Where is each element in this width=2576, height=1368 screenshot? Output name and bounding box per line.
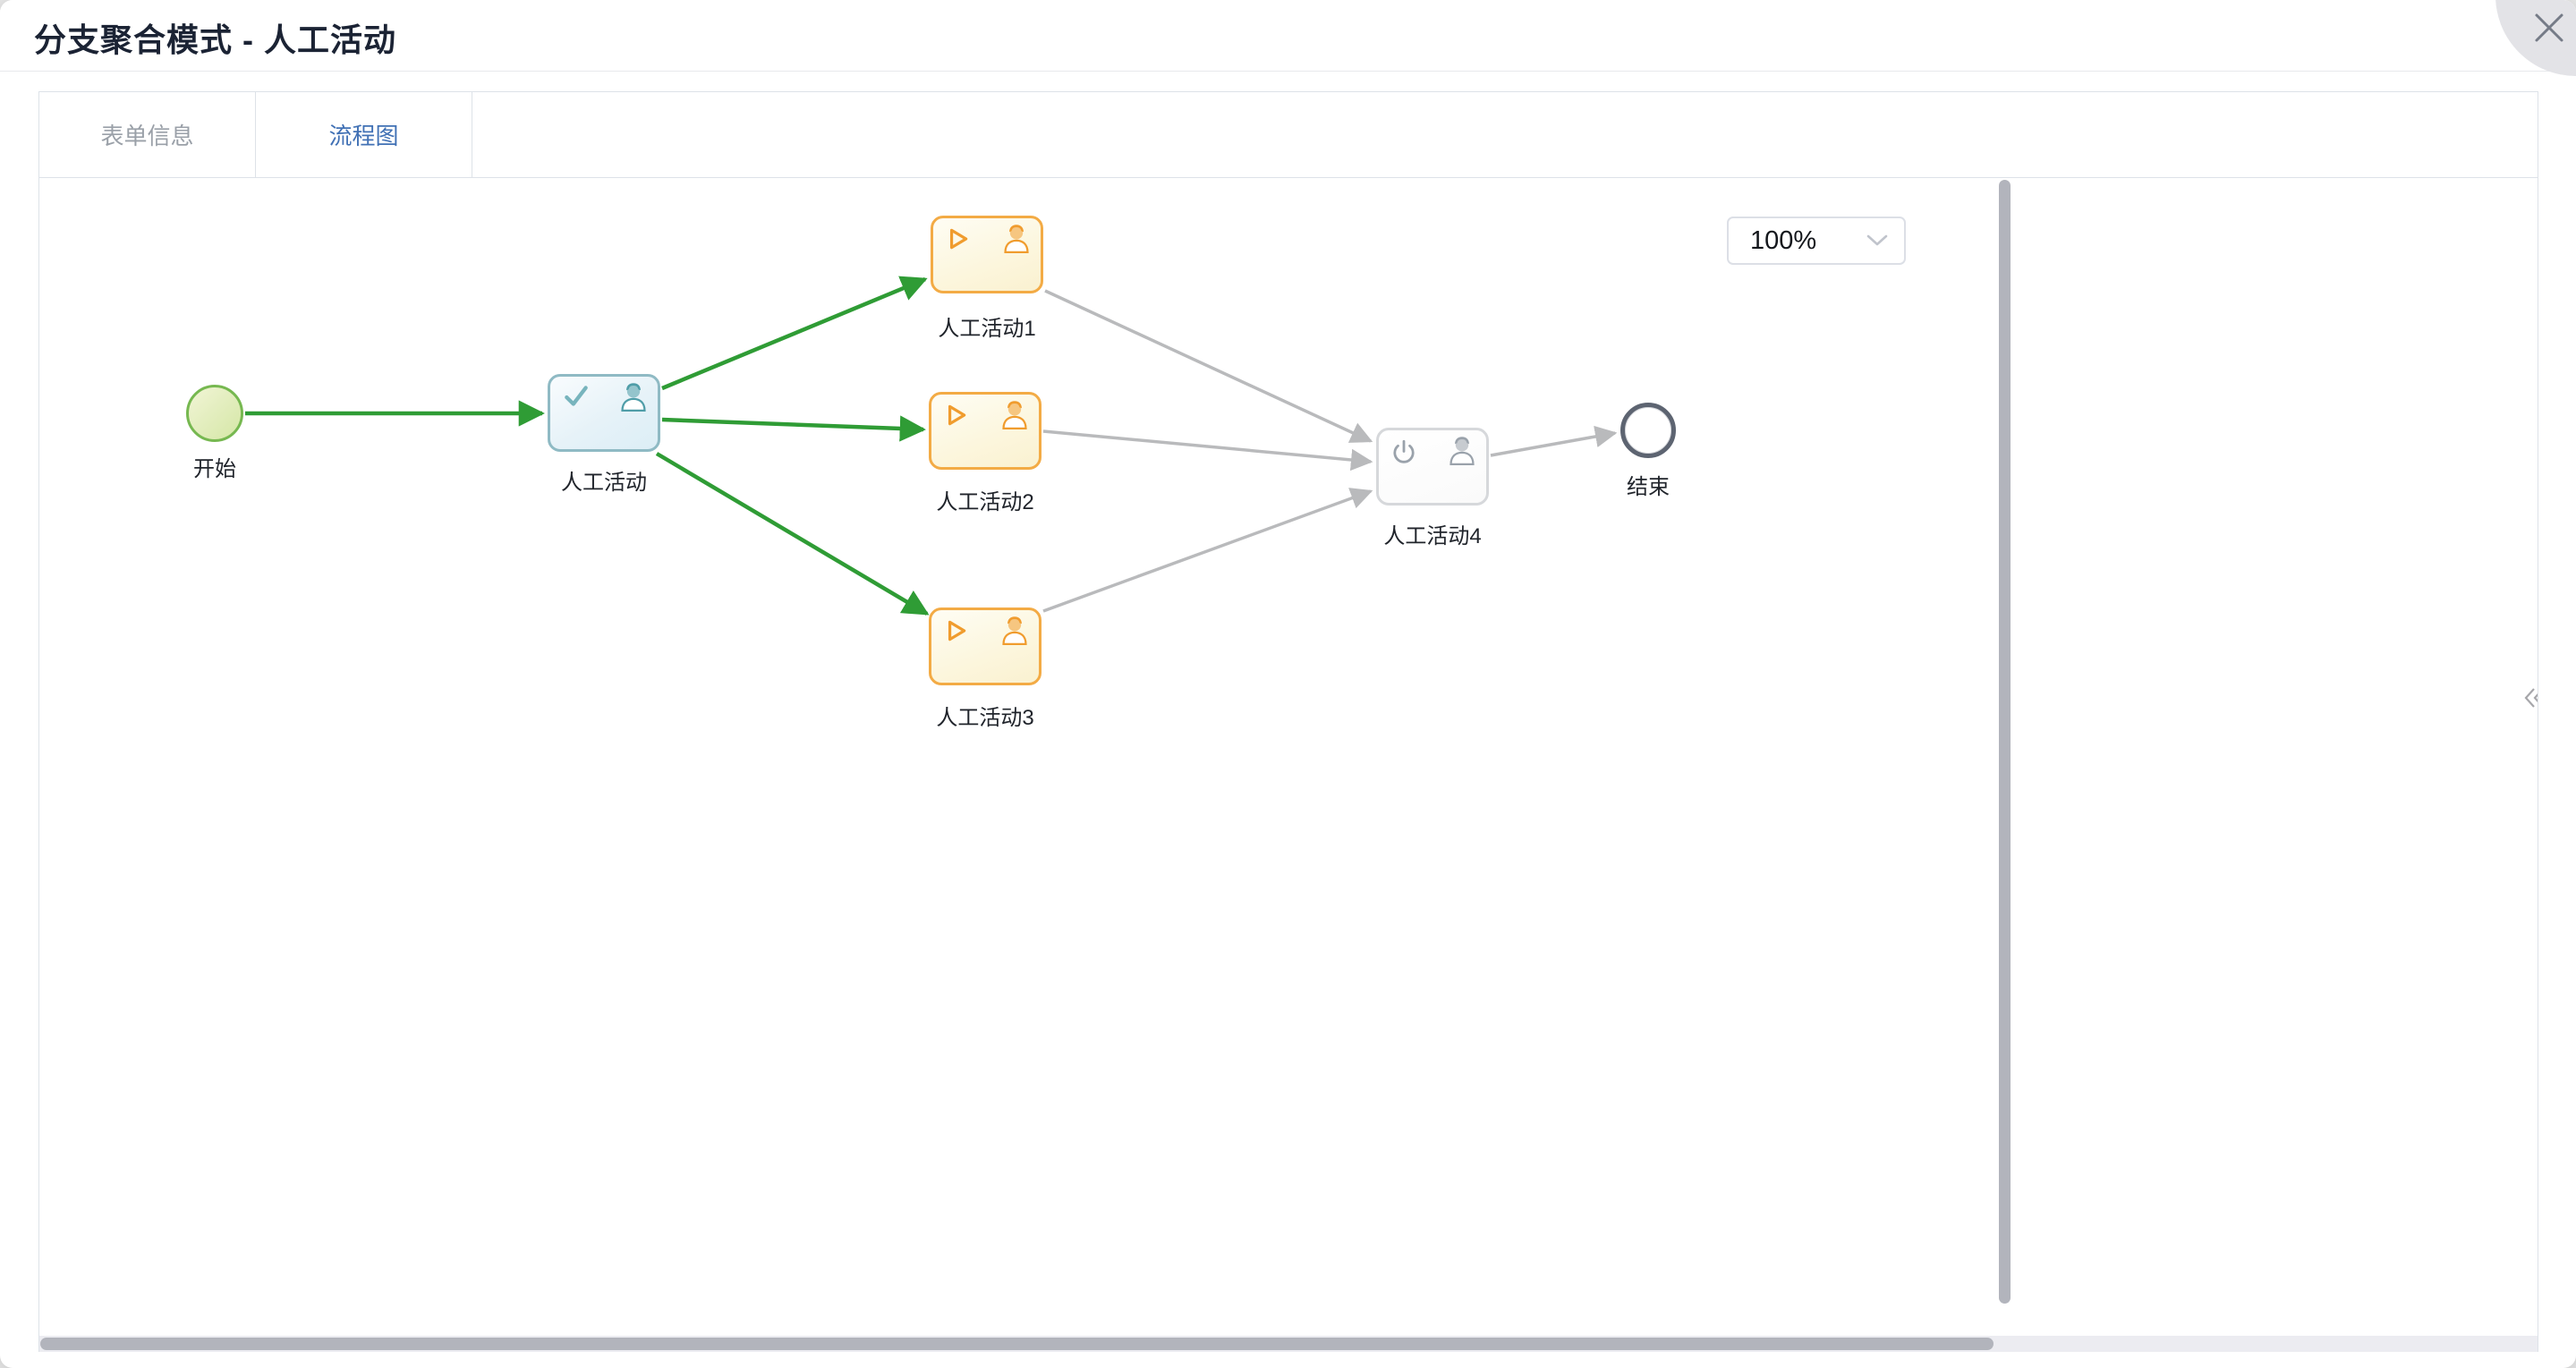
edge-task0-task3 <box>655 452 930 616</box>
play-icon <box>948 620 966 642</box>
collapse-panel-button[interactable] <box>2517 680 2538 716</box>
tabs-panel: 表单信息 流程图 <box>38 91 2538 1353</box>
header-divider <box>0 71 2576 72</box>
person-icon <box>621 383 646 412</box>
edges-layer <box>245 276 1618 616</box>
person-icon <box>1004 225 1029 253</box>
tab-form-info[interactable]: 表单信息 <box>39 92 256 177</box>
node-start-event[interactable] <box>186 385 243 442</box>
play-icon <box>949 228 968 250</box>
edge-task0-task2 <box>661 415 926 442</box>
node-label-task3: 人工活动3 <box>936 706 1034 730</box>
dialog-title: 分支聚合模式 - 人工活动 <box>34 21 396 58</box>
edge-task3-task4 <box>1042 488 1373 613</box>
person-icon <box>1450 437 1475 465</box>
flow-canvas: 开始 人工活动 <box>39 178 2538 1353</box>
edge-task0-task1 <box>661 276 928 391</box>
edge-task4-end <box>1490 425 1618 457</box>
person-icon <box>1002 616 1027 645</box>
node-end-event[interactable] <box>1620 403 1676 458</box>
node-label-task2: 人工活动2 <box>936 490 1034 514</box>
person-icon <box>1002 401 1027 429</box>
vertical-scrollbar-thumb[interactable] <box>1999 180 2011 1304</box>
horizontal-scrollbar-track <box>39 1336 2538 1352</box>
dialog-header: 分支聚合模式 - 人工活动 <box>0 0 2576 71</box>
tab-flow-diagram[interactable]: 流程图 <box>256 92 472 177</box>
tab-bar: 表单信息 流程图 <box>39 92 2538 178</box>
horizontal-scrollbar-thumb[interactable] <box>40 1338 1994 1350</box>
node-task2[interactable] <box>929 392 1041 470</box>
node-label-task4: 人工活动4 <box>1383 524 1482 548</box>
zoom-select[interactable]: 100% <box>1727 217 1906 265</box>
play-icon <box>948 404 966 426</box>
tab-label: 流程图 <box>328 123 399 149</box>
edge-task2-task4 <box>1042 429 1373 472</box>
node-label-start: 开始 <box>193 457 236 481</box>
node-task3[interactable] <box>929 608 1041 685</box>
close-icon <box>2535 13 2563 42</box>
node-label-task1: 人工活动1 <box>938 317 1036 341</box>
edge-task1-task4 <box>1044 289 1373 443</box>
node-label-end: 结束 <box>1627 475 1670 499</box>
double-chevron-left-icon <box>2524 688 2538 708</box>
power-icon <box>1393 439 1415 463</box>
tab-label: 表单信息 <box>100 123 194 149</box>
node-task4[interactable] <box>1376 428 1489 506</box>
check-icon <box>565 386 588 406</box>
node-task-renggong[interactable] <box>548 374 660 452</box>
chevron-down-icon <box>1866 234 1888 246</box>
zoom-value: 100% <box>1750 225 1817 255</box>
node-label-task0: 人工活动 <box>561 471 647 495</box>
node-task1[interactable] <box>931 216 1043 293</box>
